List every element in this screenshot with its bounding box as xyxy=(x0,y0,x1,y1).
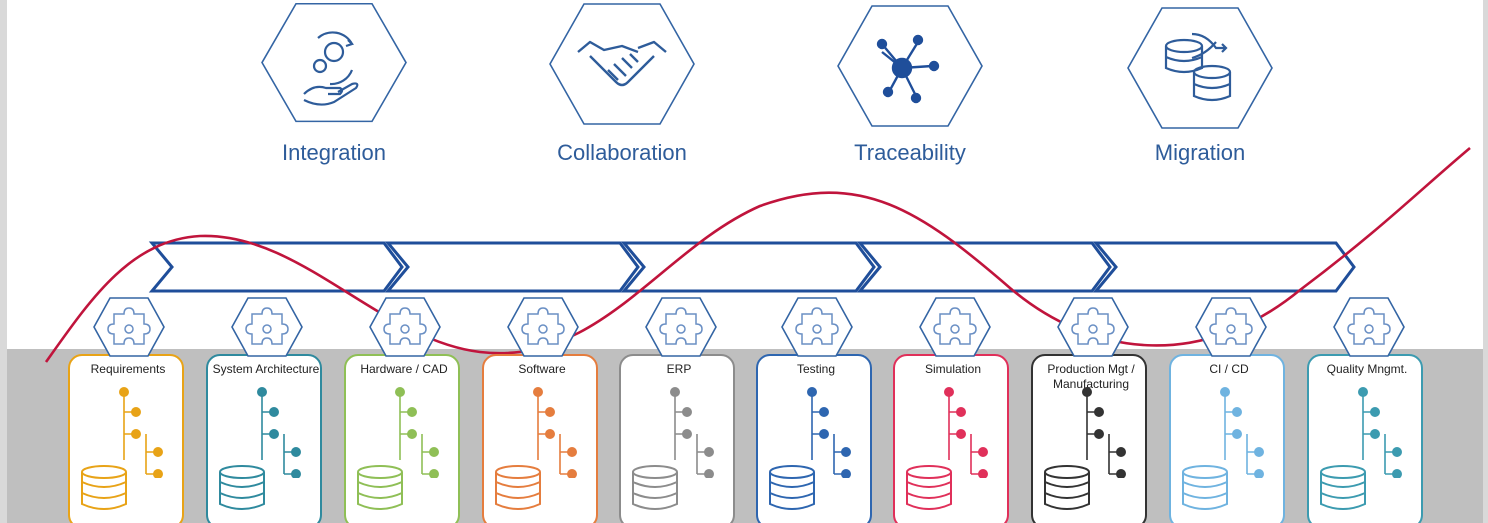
database-icon xyxy=(769,465,815,510)
chevron-3 xyxy=(620,241,876,293)
hierarchy-icon xyxy=(1358,387,1402,478)
puzzle-icon xyxy=(1057,297,1129,357)
database-icon xyxy=(906,465,952,510)
tool-card: Testing xyxy=(756,354,876,523)
tool-card: Quality Mngmt. xyxy=(1307,354,1427,523)
database-icon xyxy=(1044,465,1090,510)
tool-card: ERP xyxy=(619,354,739,523)
hierarchy-icon xyxy=(257,387,301,478)
hierarchy-icon xyxy=(807,387,851,478)
right-border xyxy=(1483,0,1488,523)
puzzle-icon xyxy=(369,297,441,357)
pillar-label: Collaboration xyxy=(557,140,687,165)
puzzle-icon xyxy=(1333,297,1405,357)
database-icon xyxy=(81,465,127,510)
puzzle-icon xyxy=(93,297,165,357)
puzzle-icon xyxy=(645,297,717,357)
pillar-collaboration: Collaboration xyxy=(548,0,696,190)
tool-label: System Architecture xyxy=(212,362,320,376)
puzzle-icon xyxy=(919,297,991,357)
database-icon xyxy=(1182,465,1228,510)
tool-label: Simulation xyxy=(924,362,982,376)
tool-card: Requirements xyxy=(68,354,188,523)
database-shuffle-icon xyxy=(1127,7,1273,129)
integration-icon xyxy=(261,2,407,123)
hierarchy-icon xyxy=(1082,387,1126,478)
chevron-2 xyxy=(384,241,640,293)
tool-label: Software xyxy=(518,362,566,376)
database-icon xyxy=(495,465,541,510)
hierarchy-icon xyxy=(533,387,577,478)
tool-label: CI / CD xyxy=(1209,362,1249,376)
handshake-icon xyxy=(549,3,695,125)
tool-card: Production Mgt / Manufacturing xyxy=(1031,354,1151,523)
tool-label: Requirements xyxy=(90,362,166,376)
database-icon xyxy=(357,465,403,510)
hierarchy-icon xyxy=(1220,387,1264,478)
tool-label: ERP xyxy=(666,362,692,376)
chevron-5 xyxy=(1092,241,1356,293)
tool-label: Testing xyxy=(796,362,836,376)
tool-card: System Architecture xyxy=(206,354,326,523)
pillar-label: Integration xyxy=(282,140,386,165)
tool-card: Software xyxy=(482,354,602,523)
tool-card: Hardware / CAD xyxy=(344,354,464,523)
puzzle-icon xyxy=(231,297,303,357)
left-border xyxy=(0,0,7,523)
hierarchy-icon xyxy=(670,387,714,478)
tool-label: Production Mgt / Manufacturing xyxy=(1047,362,1135,391)
network-icon xyxy=(837,5,983,127)
database-icon xyxy=(632,465,678,510)
pillar-integration: Integration xyxy=(260,0,408,190)
pillar-label: Migration xyxy=(1154,140,1246,165)
tool-label: Hardware / CAD xyxy=(360,362,448,376)
puzzle-icon xyxy=(1195,297,1267,357)
database-icon xyxy=(1320,465,1366,510)
tool-label: Quality Mngmt. xyxy=(1326,362,1408,376)
tool-card: CI / CD xyxy=(1169,354,1289,523)
hierarchy-icon xyxy=(944,387,988,478)
pillar-traceability: Traceability xyxy=(836,0,984,190)
tool-card: Simulation xyxy=(893,354,1013,523)
database-icon xyxy=(219,465,265,510)
pillar-label: Traceability xyxy=(854,140,966,165)
hierarchy-icon xyxy=(119,387,163,478)
puzzle-icon xyxy=(507,297,579,357)
puzzle-icon xyxy=(781,297,853,357)
hierarchy-icon xyxy=(395,387,439,478)
chevron-1 xyxy=(148,241,404,293)
wave-curve xyxy=(44,147,1471,363)
pillar-migration: Migration xyxy=(1126,0,1274,190)
